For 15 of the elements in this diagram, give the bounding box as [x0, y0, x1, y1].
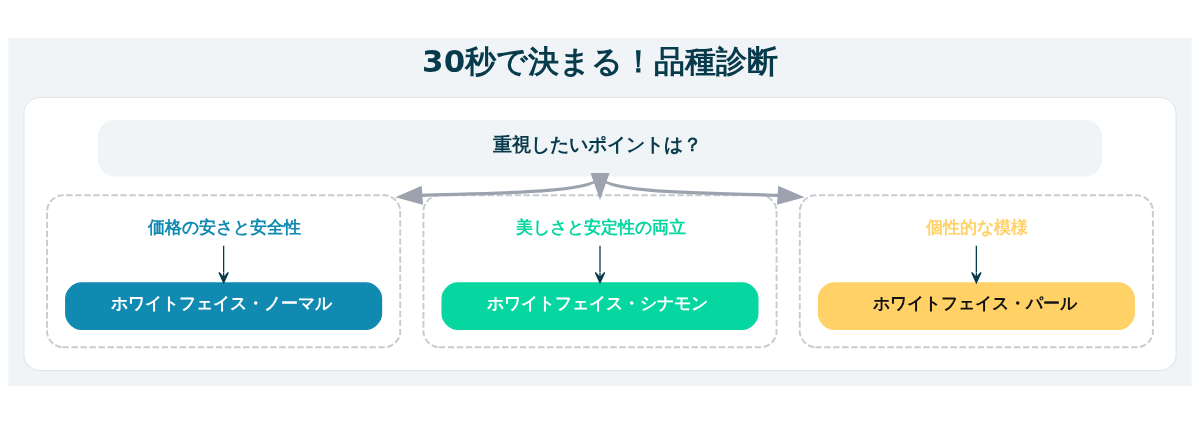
arrow	[594, 244, 606, 283]
node-text: 価格の安さと安全性	[147, 215, 301, 236]
node-text: 美しさと安定性の両立	[515, 215, 686, 236]
cluster	[798, 193, 1154, 348]
cluster	[46, 193, 402, 348]
node-box: ホワイトフェイス・シナモン	[441, 281, 759, 330]
node-box: 重視したいポイントは？	[97, 119, 1103, 177]
node-box: ホワイトフェイス・ノーマル	[65, 281, 383, 330]
node-text: 個性的な模様	[926, 215, 1029, 236]
arrow	[218, 244, 229, 283]
node-box: ホワイトフェイス・パール	[817, 281, 1135, 330]
arrow	[971, 244, 982, 283]
cluster	[23, 96, 1177, 371]
cluster	[422, 193, 778, 348]
diagram-title: 30秒で決まる！品種診断	[422, 42, 779, 79]
